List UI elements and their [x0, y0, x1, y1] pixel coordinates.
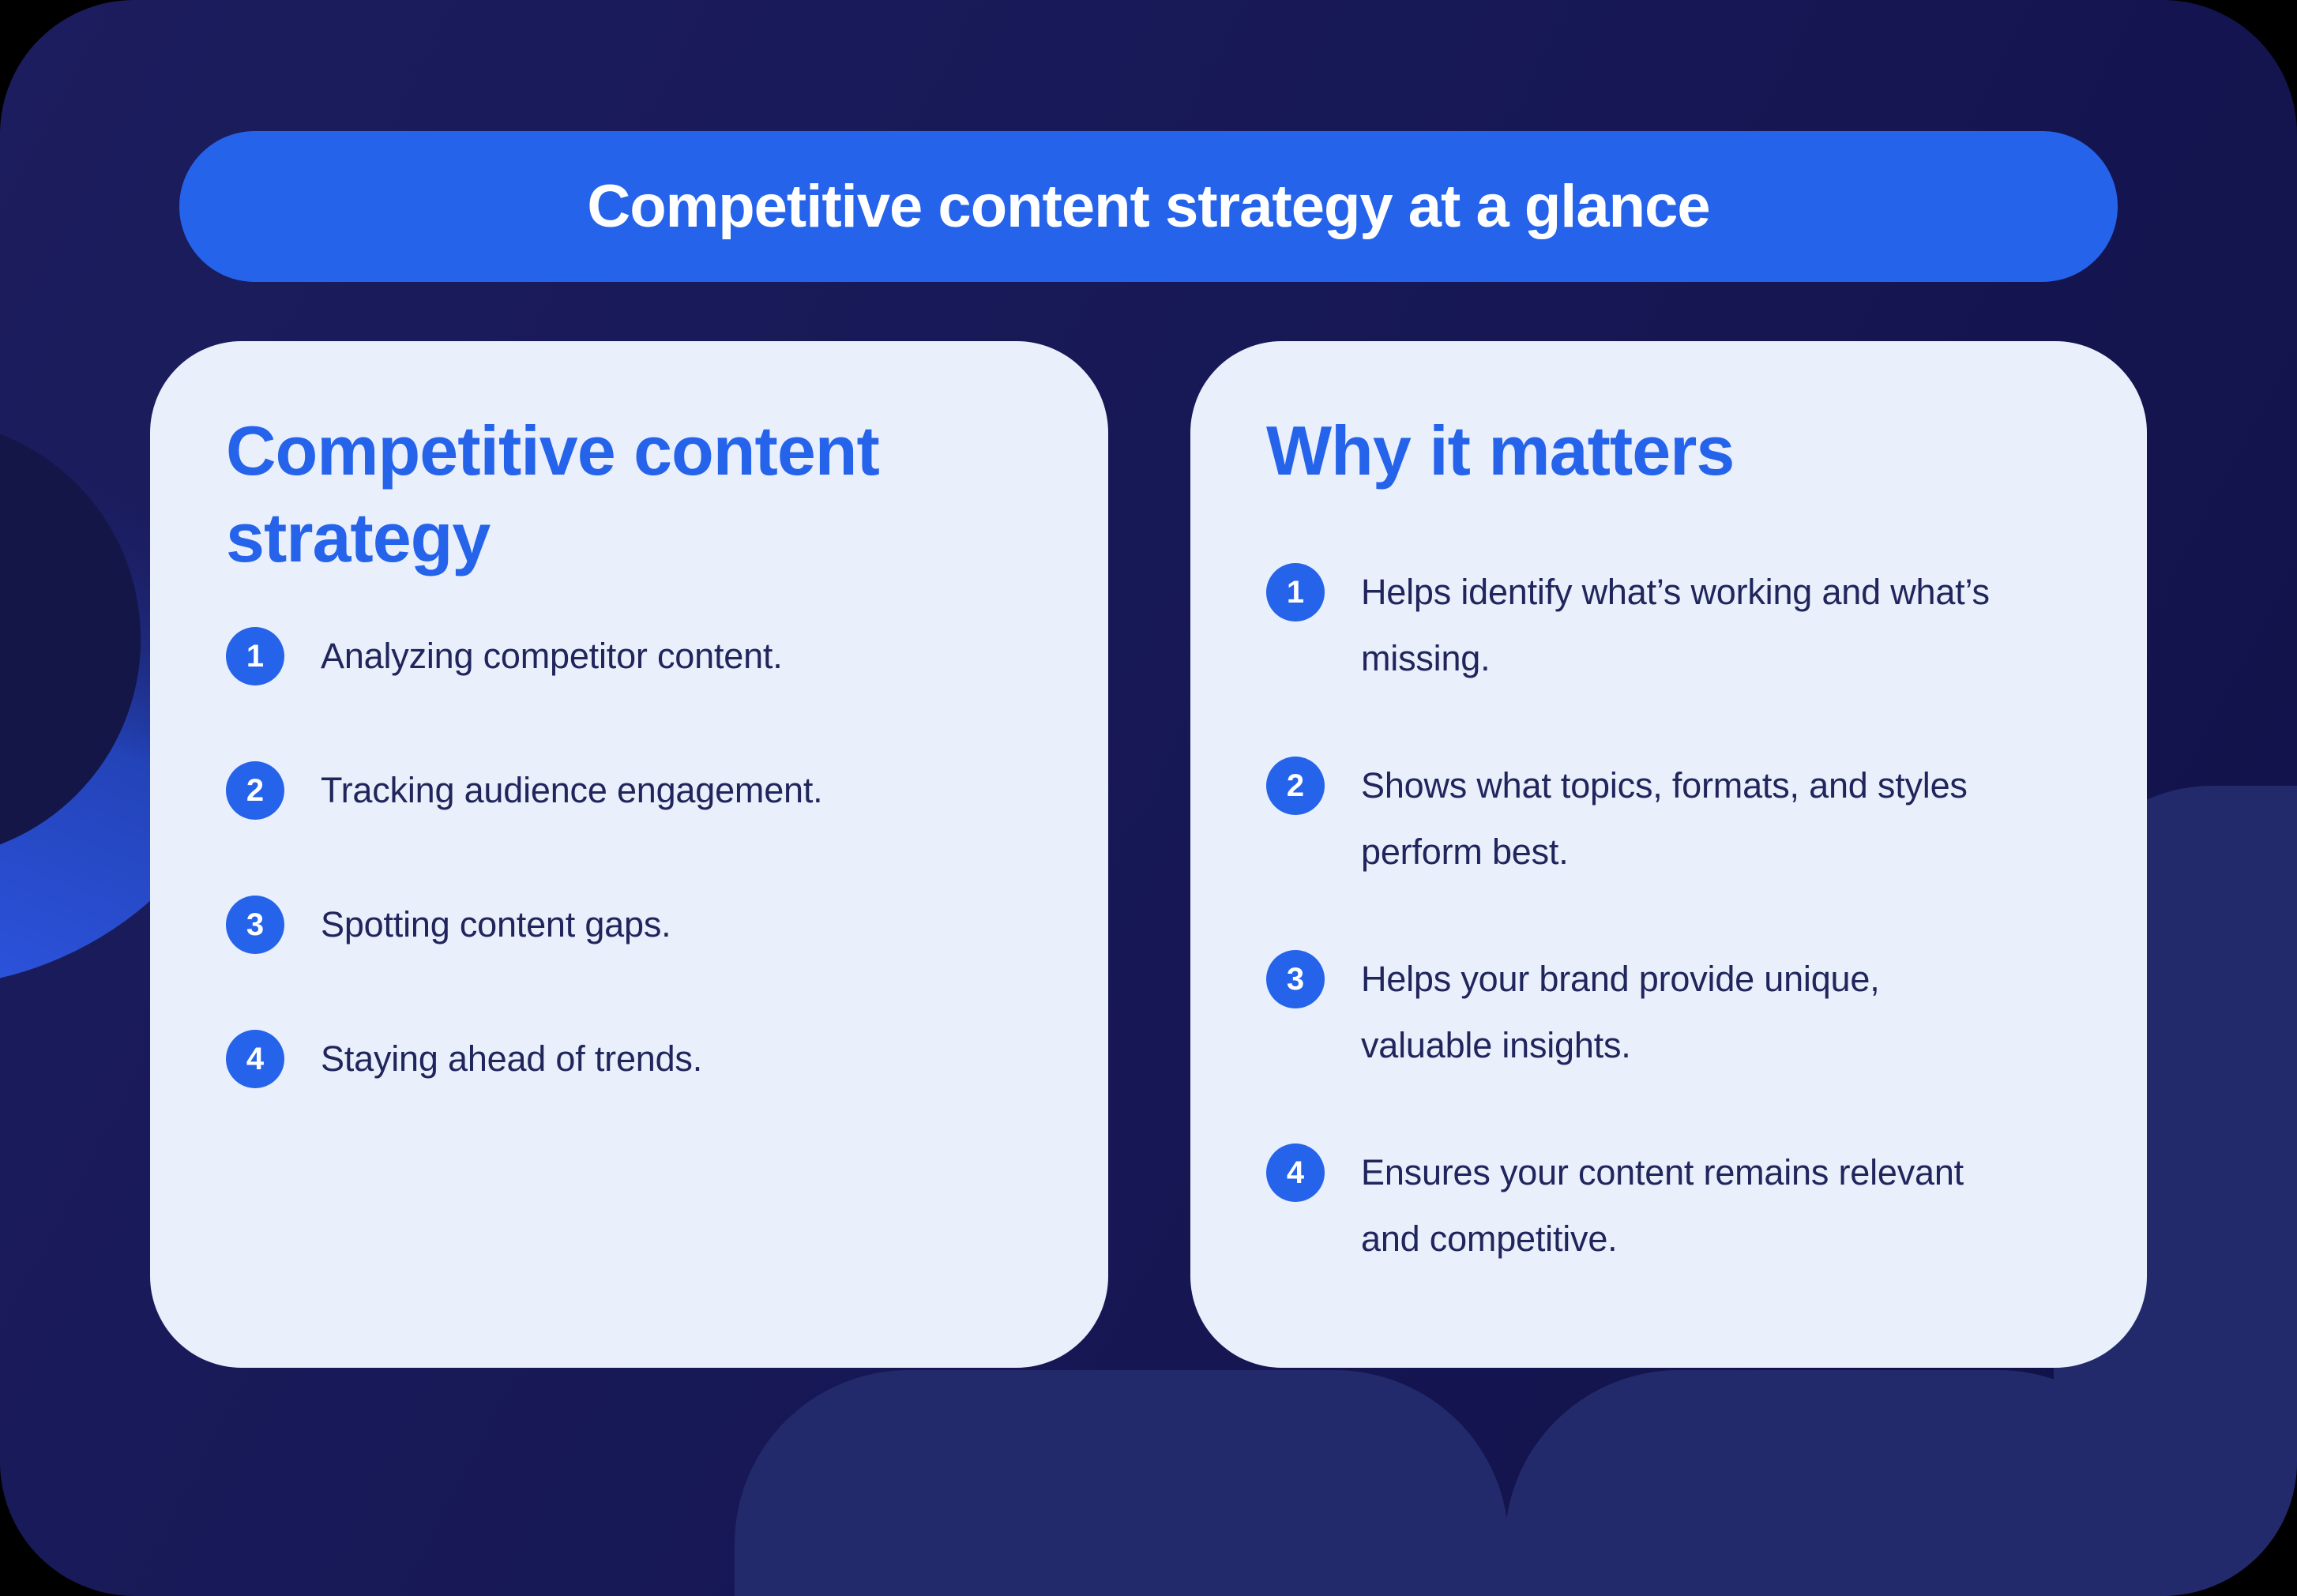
- list-item-text: Spotting content gaps.: [321, 904, 671, 944]
- card-competitive-content-strategy: Competitive content strategy 1 Analyzing…: [150, 341, 1108, 1368]
- list-item: 2 Tracking audience engagement.: [226, 757, 1037, 824]
- badge-number: 4: [1286, 1155, 1305, 1190]
- list-item-text: Helps identify what’s working and what’s…: [1361, 572, 1990, 678]
- badge-number: 1: [1286, 574, 1305, 610]
- card-title: Why it matters: [1266, 411, 1735, 490]
- numbered-list: 1 Analyzing competitor content. 2 Tracki…: [226, 623, 1037, 1092]
- card-title: Competitive content strategy: [226, 411, 880, 576]
- bottom-left-blob-decoration: [735, 1370, 1509, 1596]
- header-banner: Competitive content strategy at a glance: [179, 131, 2118, 282]
- list-item: 3 Helps your brand provide unique, valua…: [1266, 946, 2076, 1079]
- numbered-list: 1 Helps identify what’s working and what…: [1266, 559, 2076, 1272]
- number-badge: 1: [226, 627, 284, 685]
- list-item-text: Staying ahead of trends.: [321, 1038, 703, 1079]
- card-why-it-matters: Why it matters 1 Helps identify what’s w…: [1190, 341, 2147, 1368]
- badge-number: 3: [246, 907, 265, 942]
- number-badge: 2: [1266, 757, 1325, 815]
- list-item: 3 Spotting content gaps.: [226, 892, 1037, 958]
- number-badge: 3: [226, 896, 284, 954]
- badge-number: 2: [246, 772, 265, 808]
- number-badge: 4: [226, 1030, 284, 1088]
- number-badge: 4: [1266, 1143, 1325, 1202]
- list-item-text: Ensures your content remains relevant an…: [1361, 1152, 1964, 1259]
- page-title: Competitive content strategy at a glance: [587, 173, 1710, 240]
- list-item: 4 Staying ahead of trends.: [226, 1026, 1037, 1092]
- list-item-text: Analyzing competitor content.: [321, 636, 783, 676]
- badge-number: 3: [1286, 961, 1305, 997]
- list-item: 2 Shows what topics, formats, and styles…: [1266, 753, 2076, 885]
- number-badge: 3: [1266, 950, 1325, 1008]
- number-badge: 1: [1266, 563, 1325, 622]
- list-item-text: Shows what topics, formats, and styles p…: [1361, 765, 1968, 872]
- list-item: 4 Ensures your content remains relevant …: [1266, 1140, 2076, 1272]
- list-item-text: Helps your brand provide unique, valuabl…: [1361, 959, 1880, 1065]
- list-item: 1 Helps identify what’s working and what…: [1266, 559, 2076, 692]
- ring-inner-disk-shape: [0, 434, 141, 846]
- badge-number: 2: [1286, 768, 1305, 803]
- number-badge: 2: [226, 761, 284, 820]
- badge-number: 1: [246, 638, 265, 674]
- list-item: 1 Analyzing competitor content.: [226, 623, 1037, 689]
- badge-number: 4: [246, 1041, 265, 1076]
- list-item-text: Tracking audience engagement.: [321, 770, 823, 810]
